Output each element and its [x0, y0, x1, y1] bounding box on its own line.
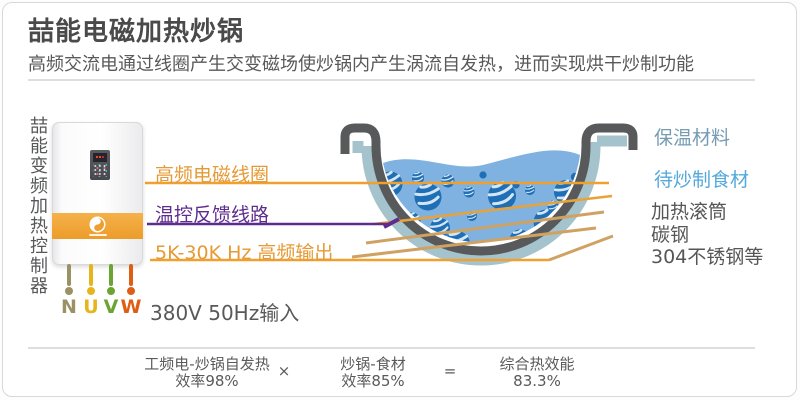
keypad-dots — [93, 164, 107, 177]
efficiency-factor2: 炒锅-食材 效率85% — [318, 356, 428, 390]
power-input-label: 380V 50Hz输入 — [150, 301, 300, 325]
header-divider — [28, 79, 755, 81]
callout-output: 5K-30K Hz 高频输出 — [155, 242, 334, 264]
wire-n: N — [58, 264, 80, 318]
wire-label: W — [120, 296, 142, 318]
wire-stem — [88, 264, 94, 286]
brand-logo-icon — [89, 216, 106, 233]
brand-band — [52, 213, 143, 239]
result-name: 综合热效能 — [499, 355, 575, 373]
multiply-sign: × — [277, 362, 291, 380]
display-screen — [93, 153, 107, 162]
wire-label: V — [103, 296, 119, 318]
wire-ring-terminal — [65, 287, 73, 295]
factor1-value: 效率98% — [175, 372, 239, 390]
factor2-name: 炒锅-食材 — [340, 355, 406, 373]
label-drum: 加热滚筒 碳钢 304不锈钢等 — [651, 201, 781, 269]
wire-ring-terminal — [87, 287, 95, 295]
callout-feedback: 温控反馈线路 — [155, 204, 270, 226]
wire-w: W — [120, 264, 142, 318]
controller-vertical-label: 喆能变频加热控制器 — [27, 116, 48, 296]
wire-stem — [108, 264, 114, 286]
factor1-name: 工频电-炒锅自发热 — [144, 355, 270, 373]
wire-ring-terminal — [107, 287, 115, 295]
result-value: 83.3% — [513, 372, 561, 390]
wire-u: U — [80, 264, 102, 318]
logo-wordmark — [88, 234, 107, 236]
wire-stem — [66, 264, 72, 286]
wire-ring-terminal — [127, 287, 135, 295]
control-display-panel — [90, 150, 110, 180]
label-food: 待炒制食材 — [654, 169, 750, 191]
page-subtitle: 高频交流电通过线圈产生交变磁场使炒锅内产生涡流自发热，进而实现烘干炒制功能 — [28, 54, 694, 75]
label-drum-line3: 304不锈钢等 — [651, 246, 764, 268]
wire-v: V — [100, 264, 122, 318]
wire-label: U — [83, 296, 99, 318]
controller-box — [52, 122, 143, 265]
label-drum-line1: 加热滚筒 — [651, 201, 728, 223]
label-drum-line2: 碳钢 — [651, 223, 690, 246]
power-wires: N U V W — [52, 264, 152, 324]
wire-label: N — [61, 296, 77, 318]
callout-coil: 高频电磁线圈 — [155, 164, 270, 186]
label-insulation: 保温材料 — [654, 127, 731, 149]
page-title: 喆能电磁加热炒锅 — [28, 17, 245, 47]
factor2-value: 效率85% — [341, 372, 405, 390]
efficiency-result: 综合热效能 83.3% — [484, 356, 590, 390]
efficiency-factor1: 工频电-炒锅自发热 效率98% — [138, 356, 276, 390]
equals-sign: = — [443, 362, 457, 380]
footer-divider — [28, 347, 755, 349]
wire-stem — [128, 264, 134, 286]
